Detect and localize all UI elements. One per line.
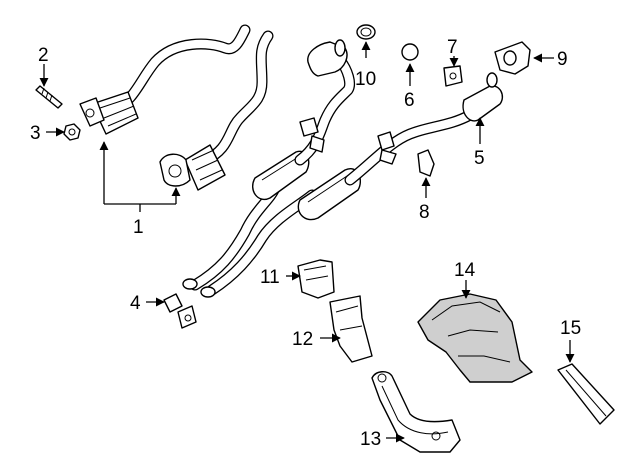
callout-15: 15 (560, 318, 581, 339)
callout-10: 10 (355, 69, 376, 90)
clamp-4 (163, 293, 197, 329)
converter-pipe-right (159, 30, 274, 191)
heat-shield-13 (371, 371, 461, 453)
callout-6: 6 (404, 90, 415, 111)
callout-7: 7 (447, 37, 458, 58)
callout-5: 5 (474, 148, 485, 169)
callout-14: 14 (454, 260, 476, 281)
callout-1: 1 (133, 217, 144, 238)
callout-8: 8 (419, 202, 430, 223)
stud (35, 85, 63, 109)
heat-shield-12 (329, 295, 373, 363)
callout-12: 12 (292, 329, 313, 350)
heat-shield-11 (297, 259, 335, 299)
heat-shield-15 (557, 363, 615, 425)
tailpipe-ends (182, 278, 216, 298)
callout-11: 11 (260, 267, 280, 288)
callout-4: 4 (130, 293, 141, 314)
callout-3: 3 (30, 123, 41, 144)
callout-13: 13 (360, 429, 381, 450)
clamp-10 (356, 24, 376, 40)
hanger-8 (417, 149, 435, 177)
pipe-hanger-left (299, 117, 325, 153)
muffler-left (189, 39, 356, 291)
leader-lines (39, 41, 575, 443)
callout-9: 9 (557, 49, 568, 70)
nut (63, 123, 81, 141)
exhaust-tip (494, 41, 531, 75)
pipe-hanger-right (377, 131, 397, 165)
plug (401, 43, 419, 61)
sensor-bracket (443, 65, 463, 87)
converter-pipe-left (79, 24, 251, 135)
callout-2: 2 (38, 45, 49, 66)
heat-shield-14 (417, 293, 533, 383)
